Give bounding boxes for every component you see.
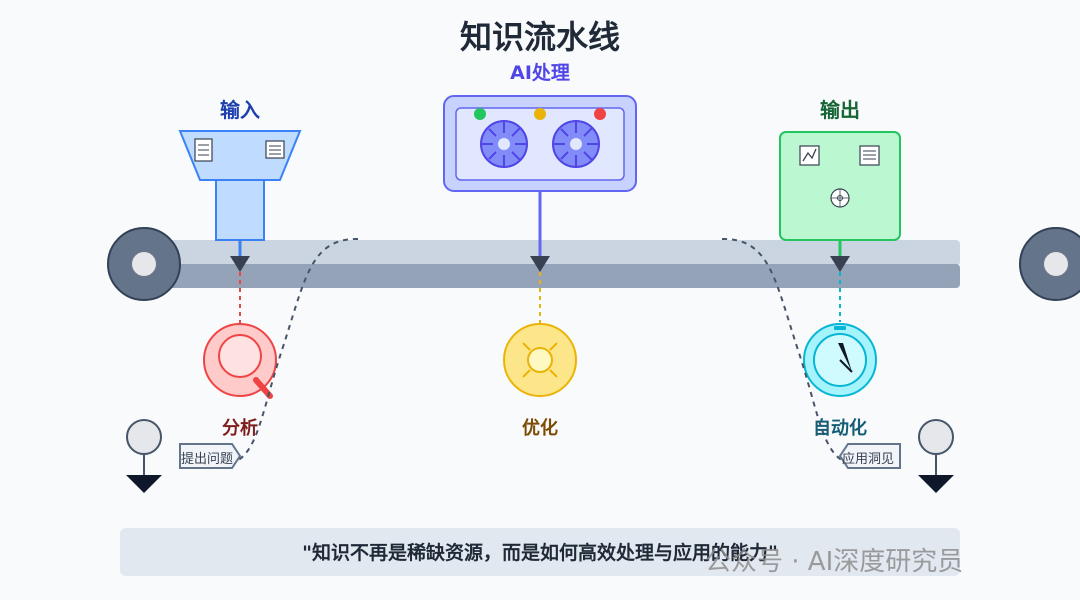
- ask-question-tag: 提出问题: [181, 452, 234, 467]
- automation-label: 自动化: [813, 418, 867, 439]
- line-chart-icon: [799, 145, 820, 166]
- document-icon: [265, 140, 285, 159]
- tag-shape-apply: [838, 443, 901, 469]
- gear-icon: [480, 120, 528, 168]
- watermark: 公众号 · AI深度研究员: [705, 547, 964, 577]
- processor-label: AI处理: [510, 62, 570, 84]
- ai-processor: [443, 95, 637, 192]
- diagram-title: 知识流水线: [459, 18, 620, 56]
- input-label: 输入: [220, 98, 260, 122]
- quote-banner: [120, 528, 960, 576]
- user-icon-right: [918, 419, 954, 493]
- optimize-label: 优化: [522, 418, 558, 439]
- gear-icon: [552, 120, 600, 168]
- status-light-red: [594, 108, 606, 120]
- target-icon: [830, 188, 850, 208]
- optimize-lightbulb-icon: [503, 323, 577, 397]
- input-funnel: [178, 130, 302, 241]
- status-light-green: [474, 108, 486, 120]
- output-label: 输出: [820, 98, 860, 122]
- report-icon: [859, 145, 880, 166]
- user-icon-left: [126, 419, 162, 493]
- drop-arrow-icon: [830, 256, 850, 272]
- drop-arrow-icon: [230, 256, 250, 272]
- drop-arrow-icon: [530, 256, 550, 272]
- belt-roller-right: [1019, 227, 1080, 301]
- analysis-label: 分析: [222, 418, 258, 439]
- document-icon: [194, 138, 213, 162]
- apply-insight-tag: 应用洞见: [842, 452, 895, 467]
- analysis-magnifier-icon: [203, 323, 277, 399]
- belt-roller-left: [107, 227, 181, 301]
- quote-text: "知识不再是稀缺资源，而是如何高效处理与应用的能力": [302, 542, 778, 564]
- tag-shape-ask: [179, 443, 242, 469]
- status-light-yellow: [534, 108, 546, 120]
- automation-stopwatch-icon: [803, 323, 877, 397]
- conveyor-belt: [140, 240, 960, 288]
- output-dashboard: [779, 131, 901, 241]
